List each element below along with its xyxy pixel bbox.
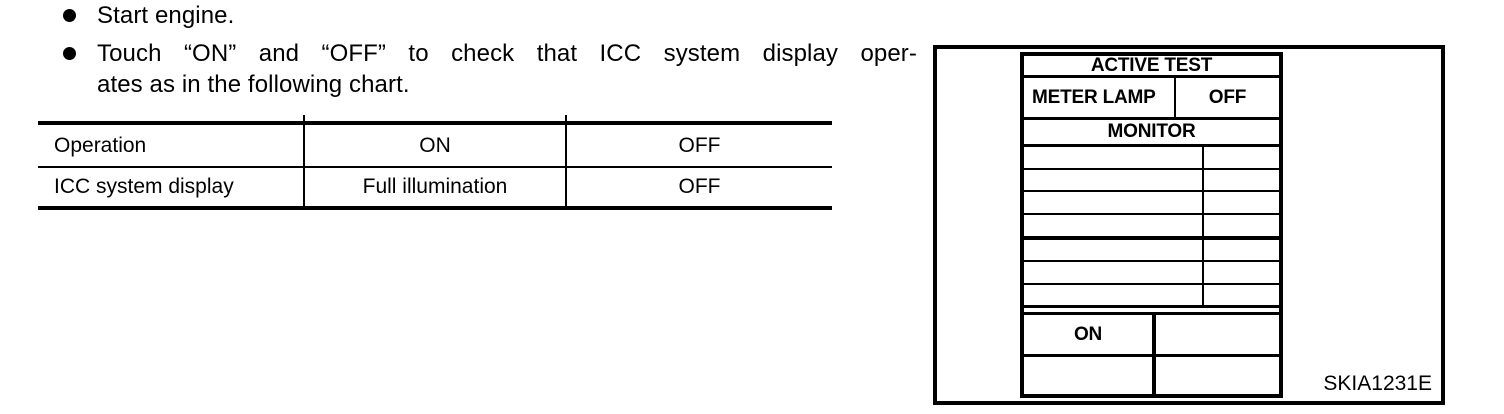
meter-lamp-row: METER LAMP OFF: [1024, 78, 1279, 120]
bullet-icon: [63, 9, 76, 22]
monitor-cell: [1204, 192, 1279, 213]
table-divider-tick: [303, 115, 305, 121]
table-cell-off: OFF: [565, 125, 832, 166]
monitor-cell: [1204, 285, 1279, 305]
monitor-cell: [1204, 240, 1279, 260]
consult-screen: ACTIVE TEST METER LAMP OFF MONITOR ON: [1020, 52, 1283, 398]
table-divider-tick: [565, 115, 567, 121]
monitor-cell: [1024, 285, 1204, 305]
monitor-row: [1024, 215, 1279, 240]
operation-table: Operation ON OFF ICC system display Full…: [38, 115, 832, 210]
table-cell-on: ON: [303, 125, 565, 166]
on-button: ON: [1024, 315, 1156, 354]
table-cell-operation: Operation: [54, 133, 147, 157]
monitor-row: [1024, 285, 1279, 308]
meter-lamp-label: METER LAMP: [1024, 78, 1176, 117]
monitor-cell: [1024, 215, 1204, 236]
bullet-text-line: Touch “ON” and “OFF” to check that ICC s…: [97, 40, 917, 67]
bottom-row-cell: [1156, 357, 1279, 394]
monitor-row: [1024, 262, 1279, 285]
monitor-cell: [1024, 170, 1204, 190]
meter-lamp-value: OFF: [1208, 86, 1247, 108]
active-test-header: ACTIVE TEST: [1024, 55, 1279, 78]
bullet-text-line: ates as in the following chart.: [97, 71, 410, 98]
monitor-cell: [1204, 215, 1279, 236]
monitor-row: [1024, 170, 1279, 192]
on-button-row: ON: [1024, 315, 1279, 357]
bottom-row: [1024, 357, 1279, 394]
monitor-cell: [1204, 147, 1279, 168]
monitor-cell: [1024, 192, 1204, 213]
monitor-row: [1024, 147, 1279, 170]
bottom-row-cell: [1024, 357, 1156, 394]
table-cell-icc-display: ICC system display: [54, 175, 234, 198]
monitor-row: [1024, 192, 1279, 215]
monitor-cell: [1024, 147, 1204, 168]
monitor-cell: [1204, 262, 1279, 283]
monitor-cell: [1024, 240, 1204, 260]
bullet-item-touch-on-off: Touch “ON” and “OFF” to check that ICC s…: [63, 38, 917, 100]
monitor-cell: [1204, 170, 1279, 190]
bullet-icon: [63, 47, 76, 60]
table-cell-off: OFF: [565, 168, 832, 206]
figure-code: SKIA1231E: [1323, 372, 1432, 395]
table-cell-full-illumination: Full illumination: [303, 168, 565, 206]
section-gap: [1024, 308, 1279, 315]
table-row: Operation ON OFF: [38, 125, 832, 168]
figure-frame: ACTIVE TEST METER LAMP OFF MONITOR ON: [933, 45, 1445, 405]
monitor-header: MONITOR: [1024, 120, 1279, 147]
on-row-empty-cell: [1156, 315, 1279, 354]
monitor-row: [1024, 240, 1279, 262]
bullet-item-start-engine: Start engine.: [63, 0, 917, 31]
bullet-text-line: Start engine.: [97, 2, 235, 29]
monitor-cell: [1024, 262, 1204, 283]
table-row: ICC system display Full illumination OFF: [38, 168, 832, 206]
